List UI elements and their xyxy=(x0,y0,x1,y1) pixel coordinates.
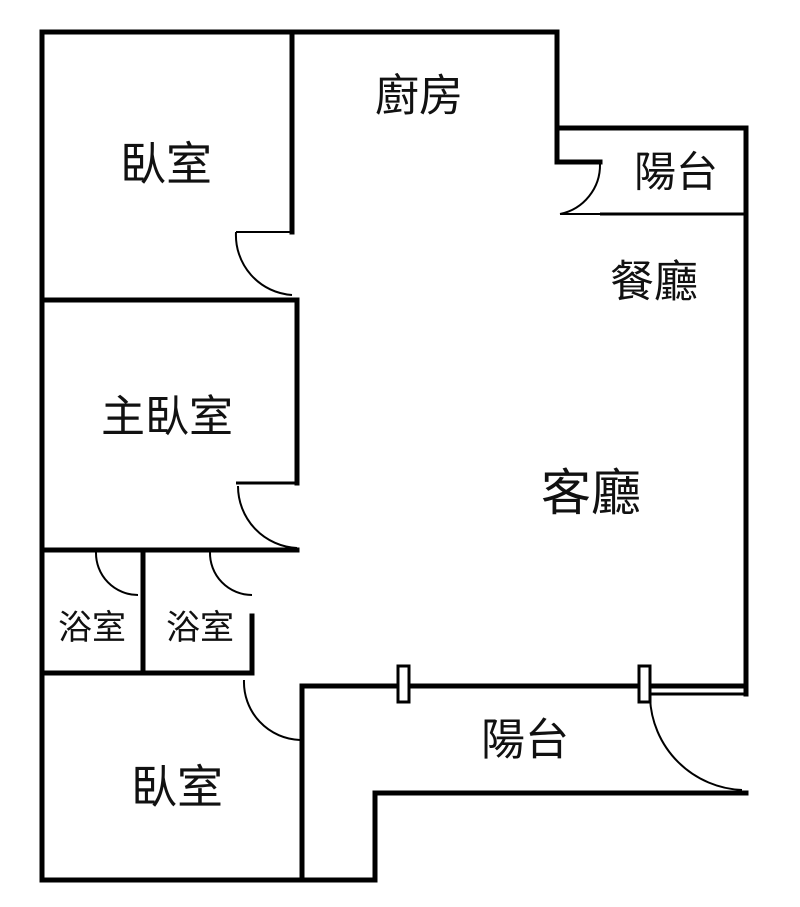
label-bath-left: 浴室 xyxy=(58,608,126,648)
label-balcony-bottom: 陽台 xyxy=(481,715,569,766)
label-master-bedroom: 主臥室 xyxy=(101,392,233,443)
window-post-left xyxy=(396,664,411,704)
label-balcony-top: 陽台 xyxy=(634,148,718,197)
label-bedroom-top: 臥室 xyxy=(120,137,212,191)
label-living: 客廳 xyxy=(541,464,641,522)
label-bath-right: 浴室 xyxy=(166,608,234,648)
room-labels: 廚房 陽台 臥室 餐廳 主臥室 客廳 浴室 浴室 臥室 陽台 xyxy=(58,71,718,815)
label-bedroom-bottom: 臥室 xyxy=(131,760,223,814)
door-bedroom-bottom xyxy=(242,679,301,741)
walls xyxy=(39,29,749,883)
label-dining: 餐廳 xyxy=(610,257,698,308)
door-bath-left xyxy=(94,551,139,596)
door-bath-right xyxy=(208,551,253,596)
door-balcony-top xyxy=(559,163,602,215)
door-balcony-bottom xyxy=(649,697,743,791)
door-bedroom-top xyxy=(234,231,293,296)
label-kitchen: 廚房 xyxy=(375,71,463,122)
door-master-bedroom xyxy=(236,485,298,549)
doors xyxy=(94,163,743,791)
window-post-right xyxy=(637,664,652,704)
windows xyxy=(396,664,652,704)
